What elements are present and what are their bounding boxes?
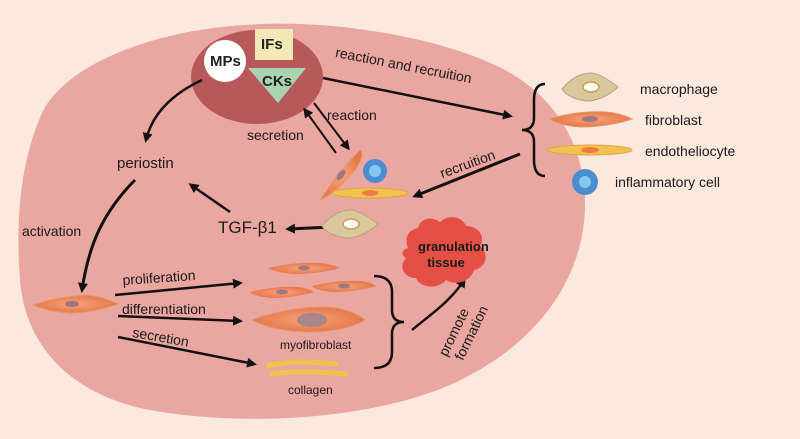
myofibroblast-nucleus (297, 313, 327, 327)
arrow-secretion (303, 107, 337, 154)
ifs-box (255, 29, 293, 60)
endotheliocyte-icon (547, 144, 633, 156)
inflammatory-cell-icon (572, 169, 598, 195)
prolif-nucleus-1 (298, 265, 310, 271)
legend-brace (521, 82, 546, 178)
arrow-differentiation (117, 314, 243, 326)
reaction-label: reaction (327, 107, 377, 123)
collagen-fiber-1 (265, 359, 339, 369)
mps-label: MPs (210, 53, 241, 70)
activation-label: activation (22, 223, 82, 239)
granulation-tissue-blob (402, 217, 486, 287)
left-fibroblast-nucleus (65, 301, 79, 307)
macrophage-icon (561, 72, 619, 102)
legend-macrophage-label: macrophage (640, 81, 718, 97)
arrow-reaction (313, 102, 350, 151)
inflammatory-nucleus (369, 165, 381, 177)
granulation-label: granulation (418, 239, 489, 254)
endotheliocyte-nucleus (362, 190, 378, 196)
macrophage-nucleus (342, 218, 360, 230)
cells-brace (373, 274, 405, 370)
legend-endotheliocyte-label: endotheliocyte (645, 143, 736, 159)
tgf-label: TGF-β1 (218, 218, 277, 237)
arrow-secretion-collagen (117, 335, 257, 368)
secretion-up-label: secretion (247, 127, 304, 143)
collagen-fiber-2 (269, 369, 349, 377)
arrow-tgf-to-periostin (188, 183, 231, 214)
tissue-region (18, 23, 585, 419)
myofibroblast-label: myofibroblast (280, 338, 352, 352)
differentiation-label: differentiation (122, 301, 206, 317)
legend-inflammatory-cell-label: inflammatory cell (615, 174, 721, 190)
arrow-recruition (412, 152, 521, 199)
prolif-nucleus-3 (276, 289, 288, 295)
ifs-label: IFs (261, 36, 283, 53)
arrow-promote-formation (411, 277, 466, 331)
cks-triangle (248, 68, 306, 103)
cks-label: CKs (262, 73, 293, 90)
arrow-reaction-recruition (322, 76, 513, 120)
arrow-proliferation (114, 278, 243, 297)
mps-circle (204, 40, 246, 82)
legend-fibroblast-label: fibroblast (645, 112, 702, 128)
tissue-label: tissue (427, 255, 465, 270)
fibroblast-nucleus (336, 170, 346, 180)
prolif-nucleus-2 (338, 283, 350, 289)
arrow-factor-to-periostin (142, 78, 203, 143)
collagen-label: collagen (288, 383, 333, 397)
fibroblast-icon (548, 111, 634, 128)
arrow-activation (78, 178, 137, 293)
periostin-label: periostin (117, 155, 174, 172)
